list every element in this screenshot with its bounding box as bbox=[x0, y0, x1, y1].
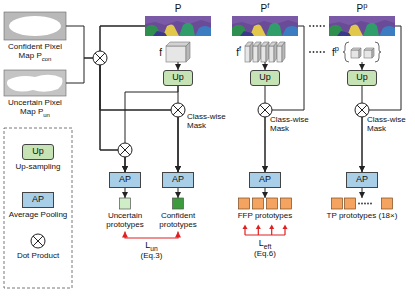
mask-label: Class-wise Mask bbox=[367, 116, 411, 134]
pooling-box: AP bbox=[346, 172, 378, 188]
loss-arrows bbox=[243, 225, 288, 236]
equation-ref: (Eq.6) bbox=[245, 250, 285, 259]
ellipsis-dots bbox=[309, 25, 372, 204]
box-label: AP bbox=[356, 175, 368, 185]
superscript: p bbox=[363, 1, 367, 10]
dot-product-symbols bbox=[31, 51, 369, 248]
flow-connector bbox=[362, 62, 363, 70]
subscript: un bbox=[43, 111, 50, 117]
legend-text: Average Pooling bbox=[5, 211, 71, 220]
node-label: Uncertain Pixel Map Pun bbox=[4, 99, 66, 117]
node-label: FFP prototypes bbox=[230, 212, 300, 221]
node-label: ff bbox=[236, 47, 241, 58]
confident-map-image bbox=[4, 12, 66, 40]
flow-connector bbox=[265, 86, 266, 172]
segmentation-map: Pp bbox=[329, 16, 395, 36]
segmentation-map: P bbox=[145, 16, 211, 36]
pixel-map: Uncertain Pixel Map Pun bbox=[4, 70, 66, 96]
upsampling-box: Up bbox=[250, 70, 280, 86]
subscript: eft bbox=[264, 243, 272, 250]
upsampling-box: Up bbox=[347, 70, 377, 86]
flow-connector bbox=[362, 86, 363, 172]
node-label: Pp bbox=[357, 3, 368, 14]
uncertain-region bbox=[7, 75, 63, 92]
mask-label: Class-wise Mask bbox=[187, 113, 231, 131]
feature-slabs bbox=[245, 42, 285, 62]
legend-frame bbox=[4, 128, 72, 288]
pooling-box: AP bbox=[162, 172, 194, 188]
flow-connector bbox=[265, 26, 304, 172]
mask-label: Class-wise Mask bbox=[270, 116, 314, 134]
node-label: Pf bbox=[261, 3, 270, 14]
prototype-set: Uncertain prototypes bbox=[120, 198, 131, 209]
tp-prototypes bbox=[332, 198, 393, 209]
box-label: AP bbox=[119, 175, 131, 185]
node-label: TP prototypes (18×) bbox=[322, 212, 402, 221]
box-label: Up bbox=[356, 73, 368, 83]
confident-region bbox=[9, 16, 61, 36]
pixel-map: Confident Pixel Map Pcon bbox=[4, 12, 66, 40]
feature-tensor: fp bbox=[343, 42, 381, 62]
flow-connector bbox=[265, 188, 266, 198]
subscript: un bbox=[150, 245, 158, 252]
ffp-prototypes bbox=[239, 198, 292, 209]
flow-connector bbox=[178, 86, 179, 172]
legend-symbol-text: Up bbox=[22, 144, 54, 160]
flow-connector bbox=[362, 188, 363, 198]
node-label: f bbox=[159, 47, 162, 58]
equation-ref: (Eq.3) bbox=[132, 252, 172, 261]
node-label: Uncertain prototypes bbox=[101, 212, 149, 230]
box-label: AP bbox=[259, 175, 271, 185]
prototype-set: Confident prototypes bbox=[173, 198, 184, 209]
feature-pieces bbox=[343, 42, 381, 62]
upsampling-box: Up bbox=[163, 70, 193, 86]
flow-connector bbox=[178, 188, 179, 198]
superscript: p bbox=[335, 44, 339, 53]
flow-connector bbox=[125, 86, 178, 172]
box-label: AP bbox=[172, 175, 184, 185]
superscript: f bbox=[267, 1, 269, 10]
flow-connector bbox=[100, 26, 178, 172]
loss-connector bbox=[125, 232, 178, 238]
node-label: P bbox=[175, 3, 182, 14]
uncertain-map-image bbox=[4, 70, 66, 96]
subscript: con bbox=[42, 55, 52, 61]
prototype-set: FFP prototypes bbox=[239, 198, 292, 209]
node-label: Confident prototypes bbox=[154, 212, 202, 230]
box-label: Up bbox=[259, 73, 271, 83]
loss-label: Left bbox=[250, 239, 280, 249]
loss-label: Lun bbox=[137, 241, 167, 251]
segmentation-image bbox=[145, 16, 211, 36]
legend-text: Dot Product bbox=[5, 252, 71, 261]
flow-connector bbox=[66, 26, 178, 172]
flow-connector bbox=[66, 58, 125, 172]
feature-tensor: ff bbox=[245, 42, 285, 62]
confident-prototype bbox=[173, 198, 184, 209]
node-label: fp bbox=[332, 47, 339, 58]
segmentation-map: Pf bbox=[232, 16, 298, 36]
pooling-box: AP bbox=[249, 172, 281, 188]
box-label: Up bbox=[172, 73, 184, 83]
uncertain-prototype bbox=[120, 198, 131, 209]
flow-connector bbox=[100, 26, 145, 172]
prototype-set: TP prototypes (18×) bbox=[332, 198, 393, 209]
segmentation-image bbox=[232, 16, 298, 36]
node-label: Confident Pixel Map Pcon bbox=[4, 43, 66, 61]
feature-cube bbox=[166, 42, 190, 62]
legend-text: Up-sampling bbox=[5, 163, 71, 172]
segmentation-image bbox=[329, 16, 395, 36]
feature-tensor: f bbox=[166, 42, 190, 62]
superscript: f bbox=[239, 44, 241, 53]
pooling-box: AP bbox=[109, 172, 141, 188]
flow-connector bbox=[125, 188, 126, 198]
flow-connector bbox=[178, 62, 179, 70]
legend-symbol-text: AP bbox=[22, 192, 54, 208]
flow-connector bbox=[265, 62, 266, 70]
flow-connector bbox=[362, 26, 401, 172]
